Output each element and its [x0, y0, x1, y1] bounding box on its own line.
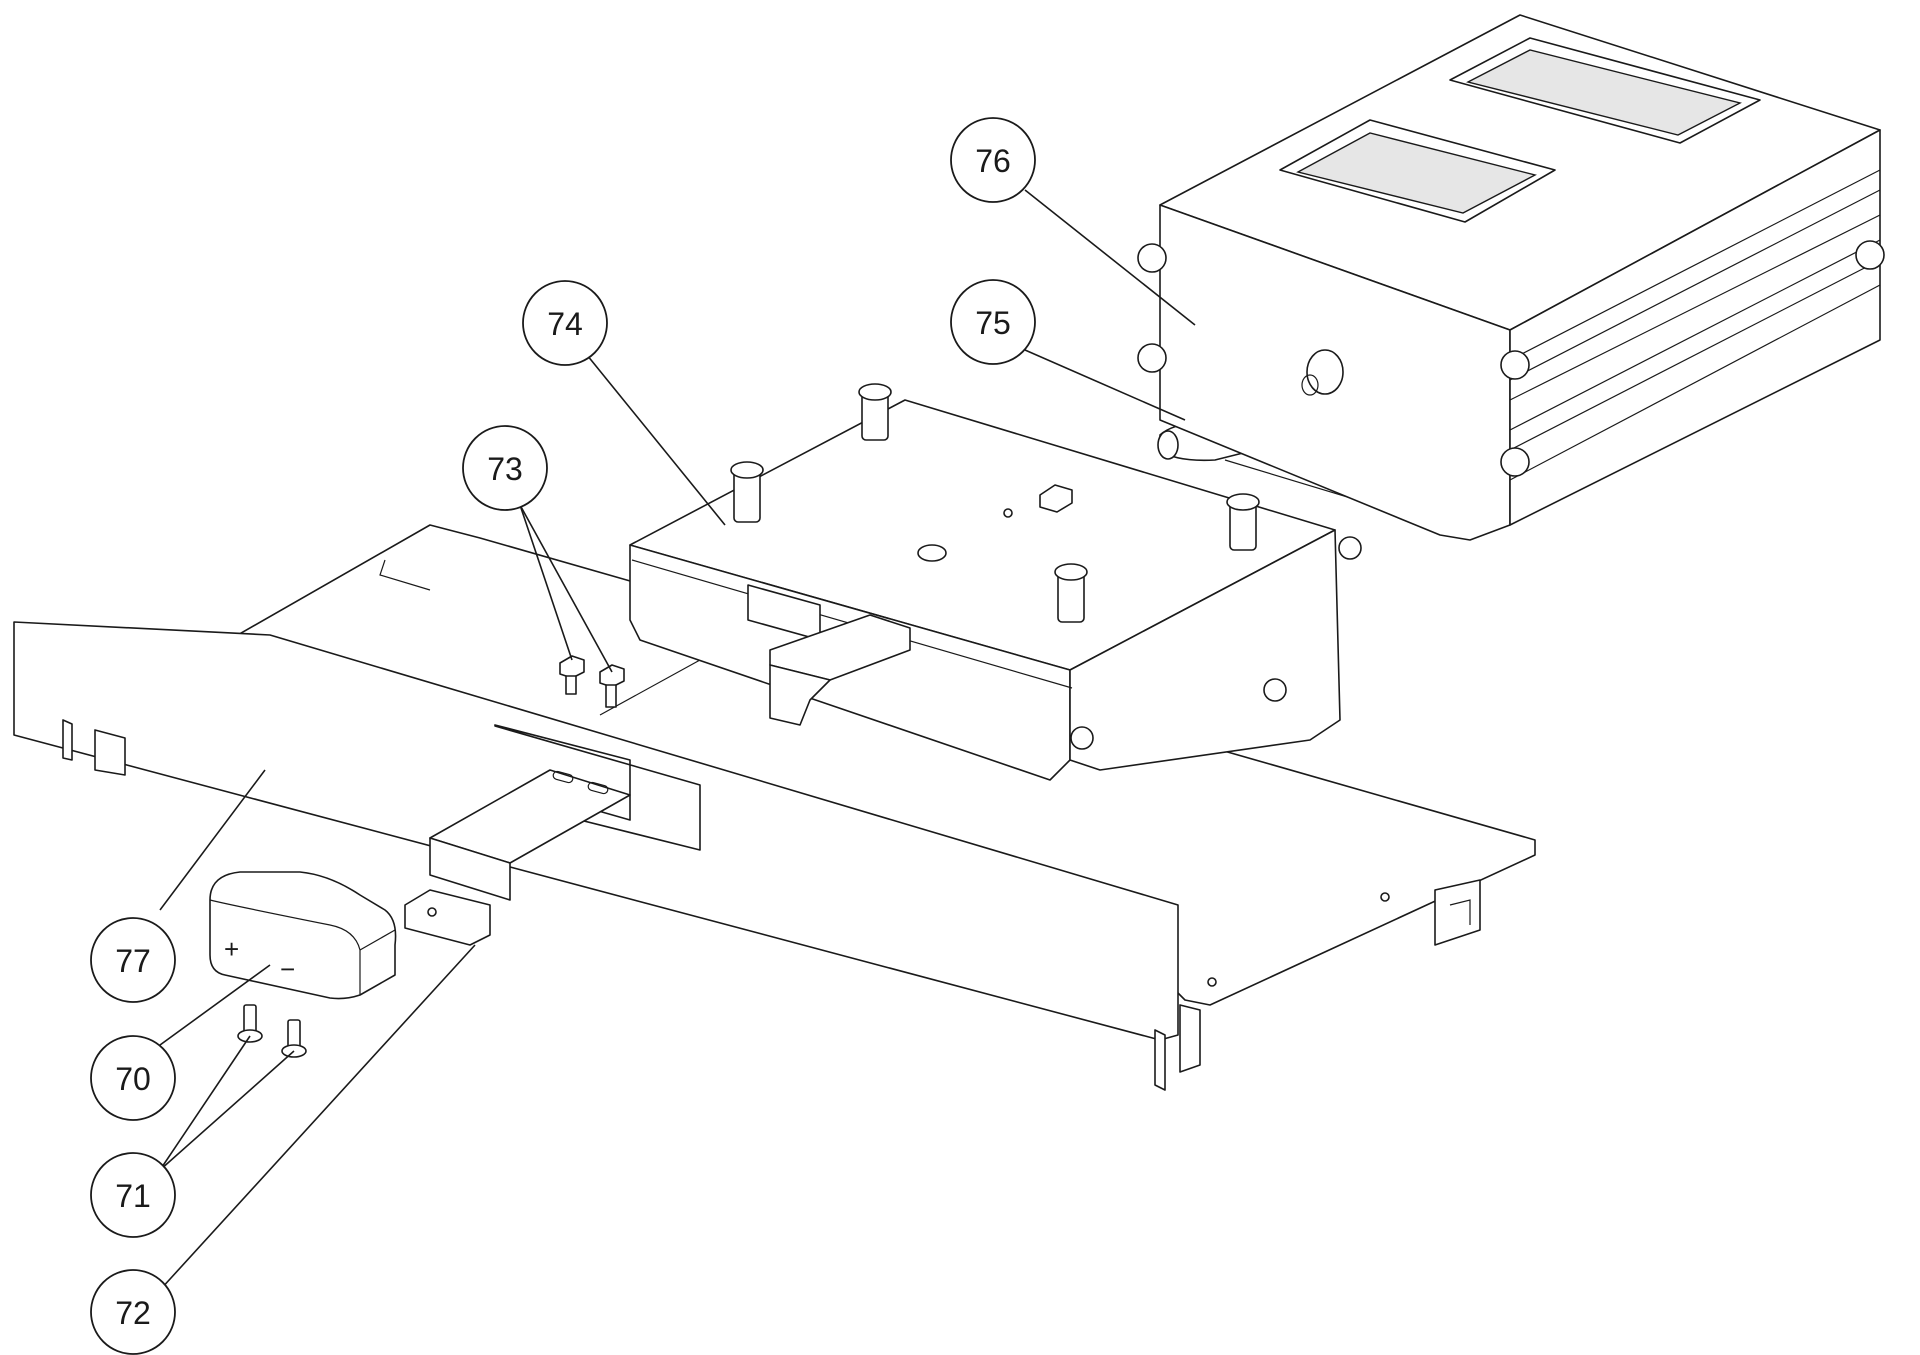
leader-line-76 [1024, 189, 1196, 326]
callout-72: 72 [90, 1269, 176, 1355]
bracket-part [404, 769, 631, 946]
module-housing-part [629, 383, 1362, 781]
base-plate-part [13, 524, 1536, 1091]
svg-text:75: 75 [975, 305, 1011, 341]
callout-71: 71 [90, 1152, 176, 1238]
battery-part: + − [209, 871, 397, 1000]
svg-text:71: 71 [115, 1178, 151, 1214]
leader-line-74 [586, 354, 726, 526]
sensor-housing-part [1137, 14, 1885, 541]
leader-line-73-b [519, 504, 613, 673]
callout-75: 75 [950, 279, 1036, 365]
leader-line-73-a [519, 504, 573, 661]
leader-line-75 [1024, 349, 1186, 421]
module-nut [917, 484, 1073, 562]
leader-line-72 [159, 944, 476, 1291]
hex-bolt-part [559, 655, 625, 708]
svg-text:70: 70 [115, 1061, 151, 1097]
callout-77: 77 [90, 917, 176, 1003]
callout-74: 74 [522, 280, 608, 366]
callout-70: 70 [90, 1035, 176, 1121]
leader-line-71-a [159, 1035, 251, 1171]
leader-line-71-b [159, 1050, 295, 1171]
svg-text:76: 76 [975, 143, 1011, 179]
svg-text:73: 73 [487, 451, 523, 487]
svg-text:74: 74 [547, 306, 583, 342]
leader-line-70 [159, 964, 271, 1046]
standoff [730, 383, 1260, 623]
battery-plus-mark: + [224, 934, 239, 964]
leader-line-77 [159, 769, 266, 911]
battery-minus-mark: − [280, 954, 295, 984]
svg-text:72: 72 [115, 1295, 151, 1331]
screw-part [237, 1004, 307, 1058]
callout-73: 73 [462, 425, 548, 511]
callout-76: 76 [950, 117, 1036, 203]
leader-lines [159, 189, 1196, 1291]
svg-text:77: 77 [115, 943, 151, 979]
